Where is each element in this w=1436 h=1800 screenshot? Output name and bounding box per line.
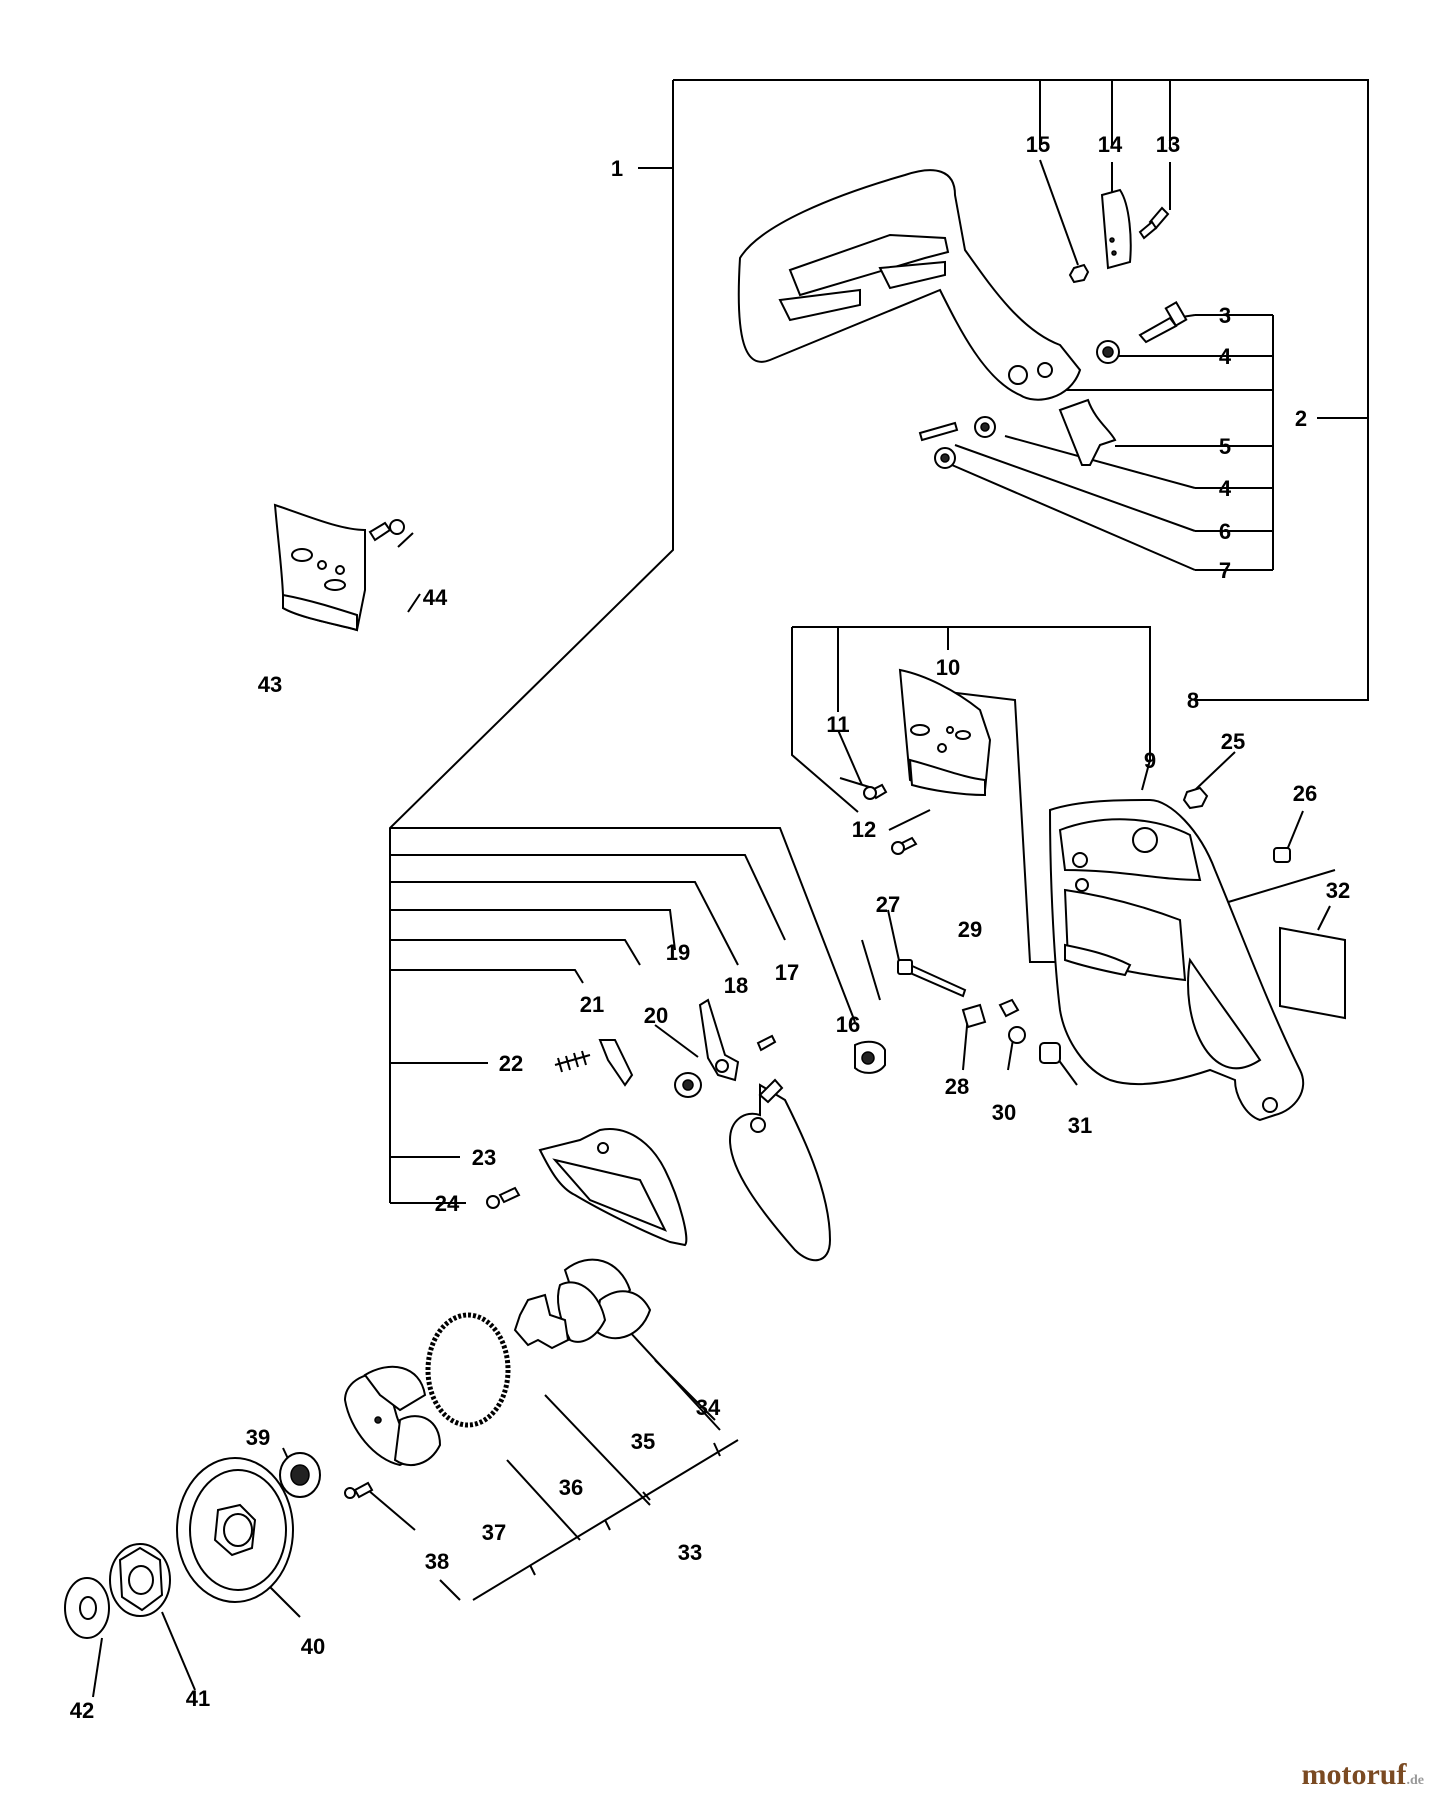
- part-label-30: 30: [992, 1100, 1016, 1125]
- part-label-21: 21: [580, 992, 604, 1017]
- part-label-33: 33: [678, 1540, 702, 1565]
- watermark-logo: motoruf.de: [1302, 1758, 1424, 1792]
- watermark-brand: motoruf: [1301, 1758, 1407, 1791]
- part-label-7: 7: [1219, 558, 1231, 583]
- part-label-3: 3: [1219, 303, 1231, 328]
- hand-guard-part: [737, 169, 1082, 401]
- part-label-6: 6: [1219, 519, 1231, 544]
- parts-artwork: [64, 169, 1346, 1639]
- part-label-22: 22: [499, 1051, 523, 1076]
- part-labels: 1 2 3 4 5 4 6 7 8 9 10 11 12 13 14 15 16…: [70, 132, 1350, 1723]
- part-label-4b: 4: [1219, 476, 1232, 501]
- part-label-25: 25: [1221, 729, 1245, 754]
- part-label-37: 37: [482, 1520, 506, 1545]
- part-label-24: 24: [435, 1191, 460, 1216]
- part-label-10: 10: [936, 655, 960, 680]
- part-label-4: 4: [1219, 344, 1232, 369]
- watermark-suffix: .de: [1406, 1773, 1425, 1788]
- part-label-43: 43: [258, 672, 282, 697]
- part-label-8: 8: [1187, 688, 1199, 713]
- part-label-42: 42: [70, 1698, 94, 1723]
- part-label-44: 44: [423, 585, 448, 610]
- part-label-17: 17: [775, 960, 799, 985]
- part-label-19: 19: [666, 940, 690, 965]
- part-label-38: 38: [425, 1549, 449, 1574]
- part-label-5: 5: [1219, 434, 1231, 459]
- part-label-35: 35: [631, 1429, 655, 1454]
- part-label-11: 11: [826, 712, 849, 737]
- brake-band-part: [728, 1083, 832, 1262]
- part-label-40: 40: [301, 1634, 325, 1659]
- part-label-41: 41: [186, 1686, 210, 1711]
- part-label-1: 1: [611, 156, 623, 181]
- part-label-39: 39: [246, 1425, 270, 1450]
- part-label-31: 31: [1068, 1113, 1092, 1138]
- part-label-2: 2: [1295, 406, 1307, 431]
- part-label-16: 16: [836, 1012, 860, 1037]
- part-label-14: 14: [1098, 132, 1123, 157]
- part-label-13: 13: [1156, 132, 1180, 157]
- part-label-36: 36: [559, 1475, 583, 1500]
- part-label-9: 9: [1144, 748, 1156, 773]
- part-label-15: 15: [1026, 132, 1050, 157]
- part-label-23: 23: [472, 1145, 496, 1170]
- part-label-20: 20: [644, 1003, 668, 1028]
- part-label-18: 18: [724, 973, 748, 998]
- part-label-12: 12: [852, 817, 876, 842]
- part-label-27: 27: [876, 892, 900, 917]
- part-label-29: 29: [958, 917, 982, 942]
- part-label-32: 32: [1326, 878, 1350, 903]
- part-label-26: 26: [1293, 781, 1317, 806]
- part-label-34: 34: [696, 1395, 721, 1420]
- part-label-28: 28: [945, 1074, 969, 1099]
